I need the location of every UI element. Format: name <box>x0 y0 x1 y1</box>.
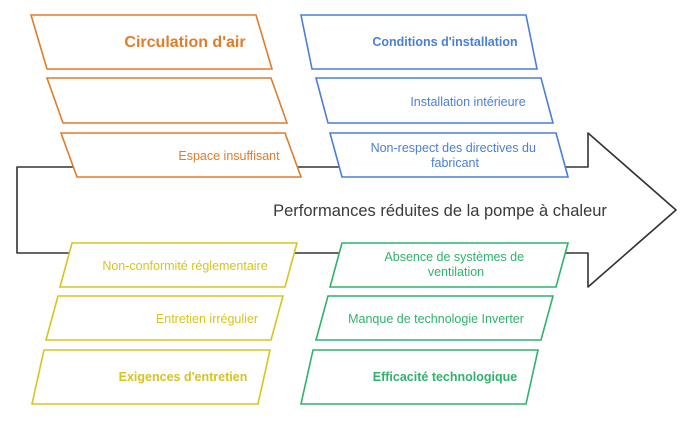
cause-conditions-1: Installation intérieure <box>314 77 555 124</box>
diagram-title: Performances réduites de la pompe à chal… <box>273 202 607 220</box>
category-circulation-label: Circulation d'air <box>124 34 245 51</box>
cause-entretien-1: Entretien irrégulier <box>44 295 285 341</box>
category-efficacite-label: Efficacité technologique <box>373 370 518 384</box>
cause-label-line-2: ventilation <box>428 265 484 279</box>
category-entretien: Exigences d'entretien <box>31 349 271 405</box>
cause-label: Absence de systèmes de ventilation <box>384 250 527 279</box>
cause-label: Non-conformité réglementaire <box>102 259 267 273</box>
cause-label-line-2: fabricant <box>431 156 479 170</box>
cause-label: Entretien irrégulier <box>156 312 258 326</box>
category-efficacite: Efficacité technologique <box>300 349 539 405</box>
category-conditions: Conditions d'installation <box>300 14 538 70</box>
category-entretien-label: Exigences d'entretien <box>119 370 248 384</box>
cause-circulation-1 <box>45 77 289 124</box>
cause-label: Manque de technologie Inverter <box>348 312 524 326</box>
cause-label: Espace insuffisant <box>178 149 280 163</box>
cause-efficacite-2: Absence de systèmes de ventilation <box>328 242 570 288</box>
cause-label-line-1: Absence de systèmes de <box>384 250 524 264</box>
cause-entretien-2: Non-conformité réglementaire <box>58 242 299 288</box>
cause-conditions-2: Non-respect des directives du fabricant <box>328 132 570 178</box>
category-circulation: Circulation d'air <box>29 14 274 70</box>
cause-label: Installation intérieure <box>410 95 525 109</box>
cause-label: Non-respect des directives du fabricant <box>371 141 540 170</box>
cause-label-line-1: Non-respect des directives du <box>371 141 536 155</box>
category-conditions-label: Conditions d'installation <box>372 35 517 49</box>
cause-circulation-2: Espace insuffisant <box>59 132 303 178</box>
cause-efficacite-1: Manque de technologie Inverter <box>314 295 555 341</box>
